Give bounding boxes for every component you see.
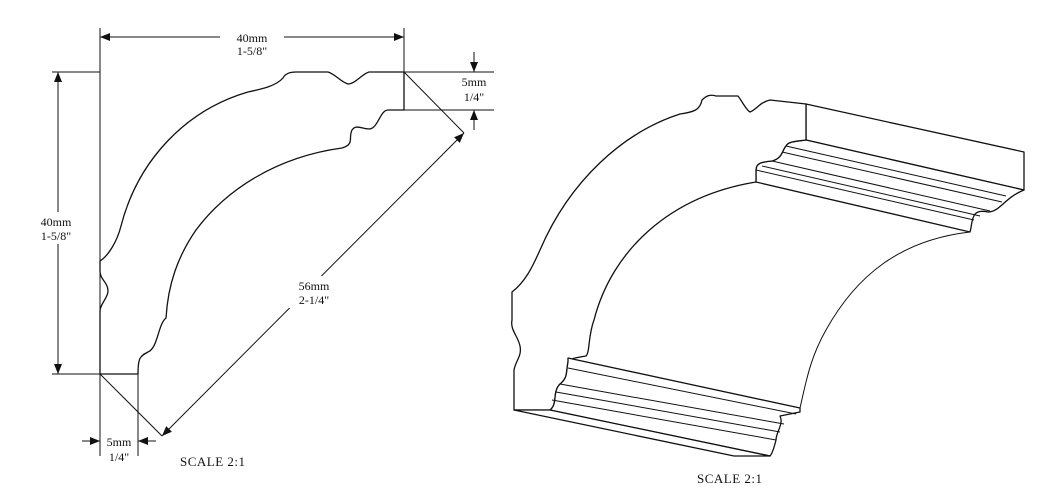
dim-top-edge-in: 1/4" bbox=[464, 90, 484, 104]
profile-scale-label: SCALE 2:1 bbox=[180, 454, 246, 469]
bottom-face bbox=[513, 409, 771, 457]
iso-scale-label: SCALE 2:1 bbox=[697, 471, 763, 486]
profile-view: 40mm 1-5/8" 40mm 1-5/8" 5mm 1/4" 56mm 2-… bbox=[24, 28, 494, 469]
dim-bottom-edge-in: 1/4" bbox=[109, 450, 129, 464]
front-profile-face bbox=[511, 94, 807, 411]
dim-diagonal-mm: 56mm bbox=[299, 279, 330, 293]
dim-top-width-mm: 40mm bbox=[237, 31, 268, 45]
dim-left-height-in: 1-5/8" bbox=[41, 229, 71, 243]
dim-left-height-mm: 40mm bbox=[41, 215, 72, 229]
dim-top-width-in: 1-5/8" bbox=[237, 44, 267, 58]
cove-curve bbox=[799, 231, 971, 409]
isometric-view: SCALE 2:1 bbox=[511, 94, 1025, 486]
dim-bottom-edge-mm: 5mm bbox=[107, 435, 132, 449]
profile-outline bbox=[99, 71, 405, 375]
dim-top-edge-mm: 5mm bbox=[462, 75, 487, 89]
dim-diagonal-in: 2-1/4" bbox=[299, 293, 329, 307]
